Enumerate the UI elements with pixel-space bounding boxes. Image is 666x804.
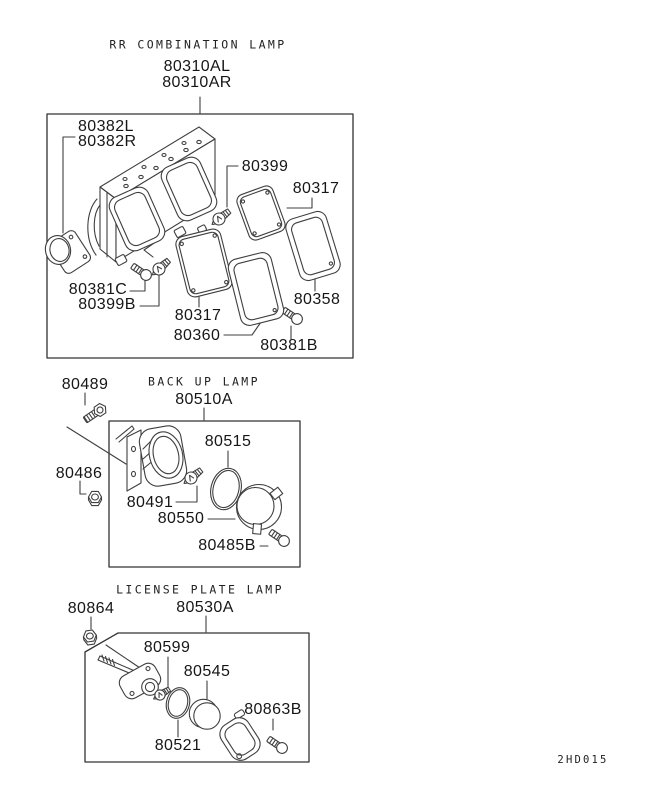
part-label-80360: 80360 bbox=[173, 327, 221, 344]
screw-80381C bbox=[128, 260, 155, 284]
part-label-80485B: 80485B bbox=[198, 537, 256, 554]
housing-left-opening bbox=[106, 184, 168, 254]
nut-80486 bbox=[87, 490, 103, 507]
part-label-80599: 80599 bbox=[143, 639, 191, 656]
part-label-80358: 80358 bbox=[293, 291, 341, 308]
section-title-license-plate-lamp: LICENSE PLATE LAMP bbox=[116, 582, 284, 597]
nut-80864 bbox=[82, 629, 99, 646]
assembly-code-80310AR: 80310AR bbox=[162, 74, 232, 91]
license-lamp-socket bbox=[98, 655, 164, 702]
part-label-80399: 80399 bbox=[241, 158, 289, 175]
part-label-80382R: 80382R bbox=[78, 133, 137, 150]
section-title-rr-combination-lamp: RR COMBINATION LAMP bbox=[109, 37, 287, 52]
screw-80863B bbox=[264, 733, 291, 757]
assembly-code-80530A: 80530A bbox=[176, 599, 234, 616]
part-label-80515: 80515 bbox=[204, 433, 252, 450]
housing-screw-holes bbox=[123, 140, 201, 187]
socket-80382 bbox=[43, 229, 93, 276]
assembly-code-80510A: 80510A bbox=[175, 391, 233, 408]
part-label-80545: 80545 bbox=[183, 663, 231, 680]
backup-lamp-bracket bbox=[116, 424, 189, 491]
bolt-80489 bbox=[81, 401, 110, 426]
part-label-80863B: 80863B bbox=[244, 701, 302, 718]
gasket-80317-middle bbox=[174, 227, 234, 298]
license-plate-lamp-box bbox=[85, 633, 309, 762]
lens-80550 bbox=[237, 485, 283, 535]
part-label-80486: 80486 bbox=[55, 465, 103, 482]
part-label-80489: 80489 bbox=[61, 376, 109, 393]
part-label-80382L: 80382L bbox=[78, 118, 134, 135]
part-label-80381B: 80381B bbox=[260, 337, 318, 354]
assembly-code-80310AL: 80310AL bbox=[163, 58, 231, 75]
oring-80521 bbox=[163, 685, 193, 721]
part-label-80399B: 80399B bbox=[78, 296, 136, 313]
bulb-80399B bbox=[147, 255, 174, 280]
section-title-back-up-lamp: BACK UP LAMP bbox=[148, 374, 260, 389]
back-up-lamp-box bbox=[109, 421, 300, 567]
part-label-80864: 80864 bbox=[67, 600, 115, 617]
housing-right-opening bbox=[158, 154, 220, 224]
lens-80360 bbox=[226, 251, 285, 328]
leader-lines bbox=[63, 97, 315, 737]
drawing-code: 2HD015 bbox=[557, 753, 609, 766]
part-label-80521: 80521 bbox=[154, 737, 202, 754]
lens-80358 bbox=[284, 209, 343, 282]
license-lamp-cover bbox=[214, 709, 266, 764]
part-label-80317-upper: 80317 bbox=[292, 180, 340, 197]
screw-80485B bbox=[266, 526, 293, 550]
oring-80515 bbox=[206, 465, 245, 513]
part-label-80381C: 80381C bbox=[68, 281, 128, 298]
part-label-80491: 80491 bbox=[126, 494, 174, 511]
gasket-80317-upper bbox=[235, 184, 287, 242]
part-label-80317-lower: 80317 bbox=[174, 307, 222, 324]
lens-80545 bbox=[189, 699, 220, 729]
part-label-80550: 80550 bbox=[157, 510, 205, 527]
rr-lamp-housing bbox=[88, 127, 220, 266]
